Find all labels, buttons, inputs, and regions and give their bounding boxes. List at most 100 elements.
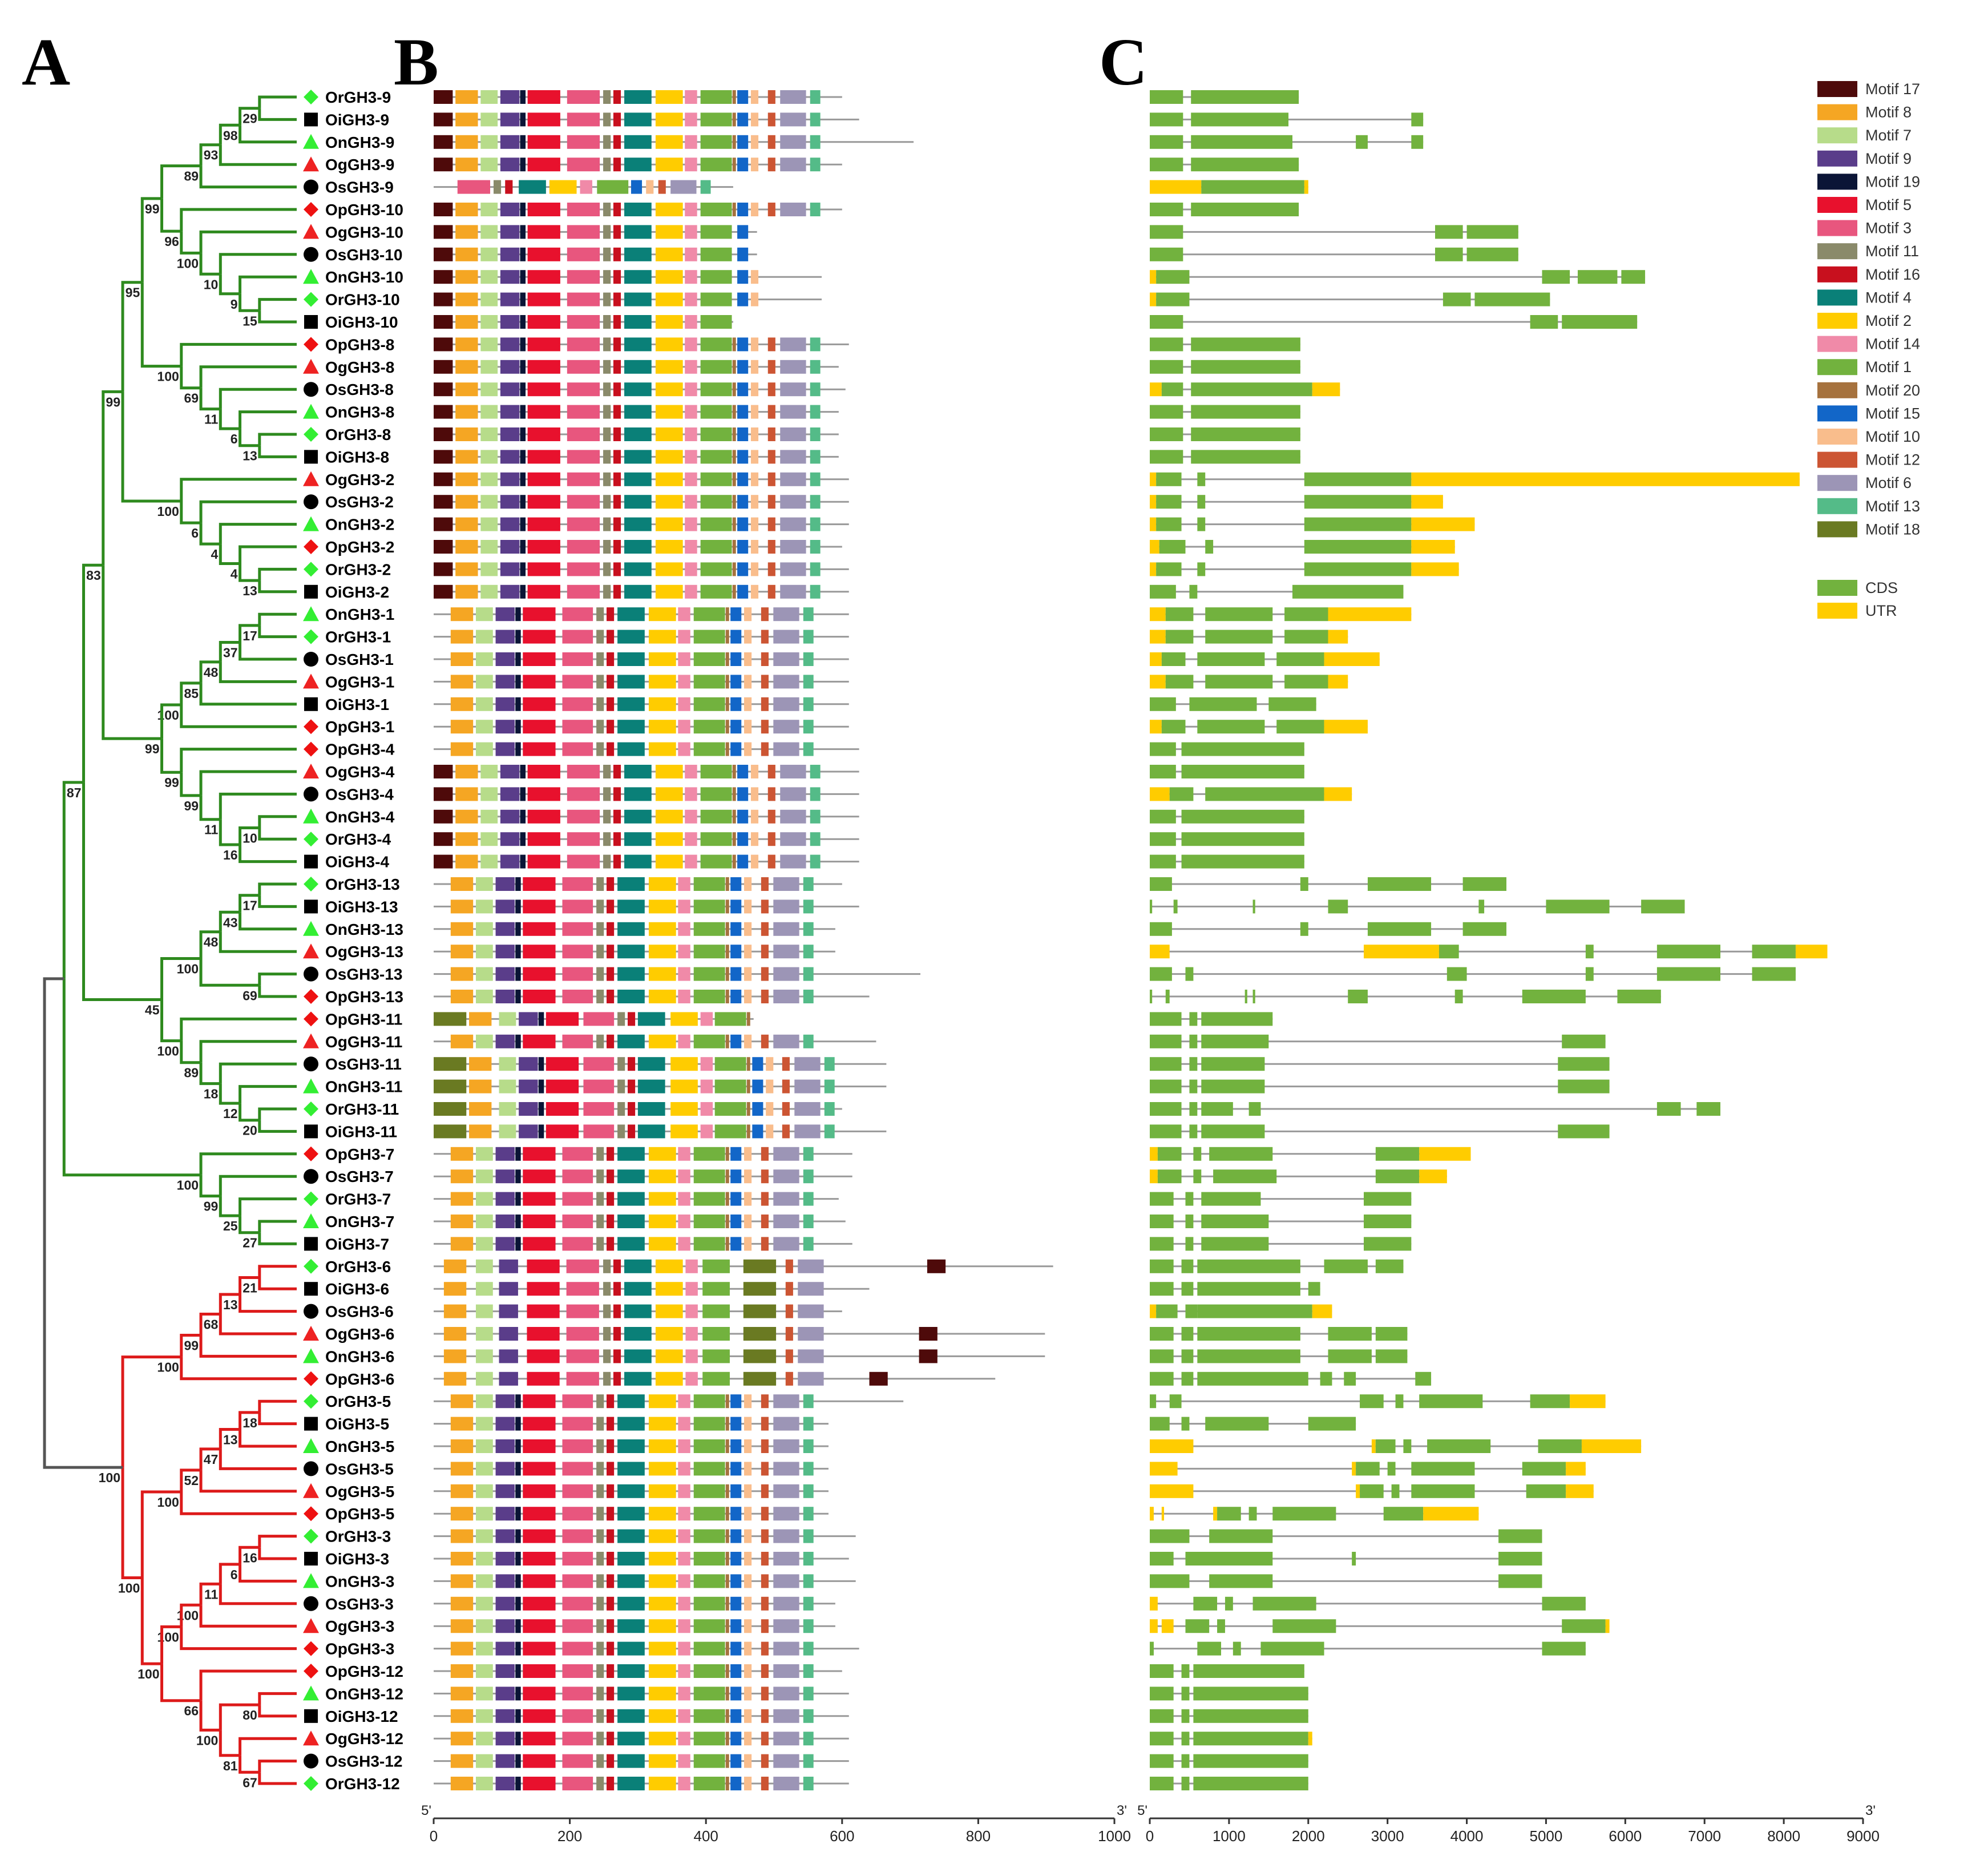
motif-11-box [596,967,604,981]
motif-10-box [744,1394,752,1409]
motif-8-box [455,472,478,486]
motif-7-box [475,1259,493,1273]
species-marker-square [304,315,318,329]
motif-11-box [596,1192,604,1206]
cds-block [1191,90,1299,104]
motif-19-box [520,765,526,778]
motif-11-box [493,180,502,194]
motif-14-box [700,1057,713,1071]
motif-13-box [803,1034,814,1048]
motif-9-box [495,1394,515,1409]
motif-10-box [744,697,752,711]
motif-4-box [624,1371,652,1386]
motif-2-box [648,720,676,734]
species-marker-diamond [304,1528,318,1544]
motif-15-box [730,1507,742,1521]
motif-11-box [596,1439,604,1453]
legend-label: Motif 14 [1865,336,1920,353]
motif-9-box [500,854,520,869]
motif-8-box [450,1484,474,1498]
motif-10-box [744,877,752,891]
motif-8-box [450,1574,474,1588]
gene-name: OpGH3-7 [325,1145,394,1163]
tree-branch [140,1490,181,1578]
motif-1-box [693,742,725,756]
motif-16-box [607,990,615,1003]
tree-branch [82,563,103,782]
motif-9-box [495,675,515,689]
motif-panel [434,90,1053,1790]
motif-15-box [737,854,749,869]
motif-6-box [773,922,799,936]
motif-8-box [450,697,474,711]
cds-block [1304,472,1412,486]
motif-20-box [732,90,736,104]
bootstrap-value: 100 [157,504,179,519]
motif-16-box [607,742,615,756]
motif-19-box [520,495,526,509]
motif-14-box [678,922,690,936]
motif-12-box [761,1215,769,1228]
motif-3-box [567,450,600,464]
tree-branch [219,1062,297,1084]
motif-20-box [725,1034,729,1048]
motif-19-box [538,1012,544,1026]
motif-11-box [603,1282,611,1296]
motif-14-box [685,450,697,464]
motif-2-box [655,292,683,306]
cds-block [1328,899,1348,914]
motif-15-box [730,1147,742,1161]
motif-6-box [780,90,806,104]
gene-name: OpGH3-1 [325,718,394,736]
motif-19-box [520,247,526,261]
cds-block [1150,809,1176,824]
motif-12-box [761,1777,769,1790]
tree-branch [199,795,221,821]
motif-3-box [562,1507,593,1521]
motif-15-box [730,1641,742,1656]
motif-15-box [730,990,742,1003]
cds-block [1252,899,1255,914]
cds-block [1181,809,1304,824]
motif-10-box [744,990,752,1003]
motif-12-box [761,1596,769,1611]
tree-branch [258,1265,297,1278]
tree-branch [199,143,221,166]
motif-15-box [737,225,749,239]
motif-15-box [730,1237,742,1251]
motif-16-box [607,607,615,622]
motif-10-box [750,158,759,172]
species-marker-triangle [303,134,319,149]
motif-2-box [648,1417,676,1431]
motif-3-box [562,1619,593,1633]
motif-11-box [603,135,611,149]
gene-name: OsGH3-12 [325,1753,402,1770]
cds-block [1191,337,1300,352]
motif-2-box [648,1147,676,1161]
motif-2-box [655,787,683,801]
motif-9-box [495,1574,515,1588]
gene-name: OiGH3-11 [325,1123,397,1140]
motif-14-box [685,427,697,441]
species-marker-triangle [303,1033,319,1048]
motif-20-box [725,1192,729,1206]
gene-name: OrGH3-13 [325,875,400,893]
cds-block [1324,1259,1368,1273]
motif-14-box [685,472,697,486]
utr-block [1411,540,1455,554]
cds-block [1375,1349,1408,1363]
motif-3-box [566,1371,599,1386]
motif-18-box [743,1282,777,1296]
motif-18-box [434,1057,467,1071]
cds-block [1150,1777,1174,1790]
motif-6-box [670,180,697,194]
motif-1-box [700,382,732,397]
motif-3-box [567,315,600,329]
motif-14-box [700,1102,713,1116]
cds-block [1656,967,1720,981]
motif-10-box [750,382,759,397]
motif-3-box [567,540,600,554]
motif-2-box [648,990,676,1003]
motif-9-box [495,1484,515,1498]
tree-branch [219,1314,297,1336]
